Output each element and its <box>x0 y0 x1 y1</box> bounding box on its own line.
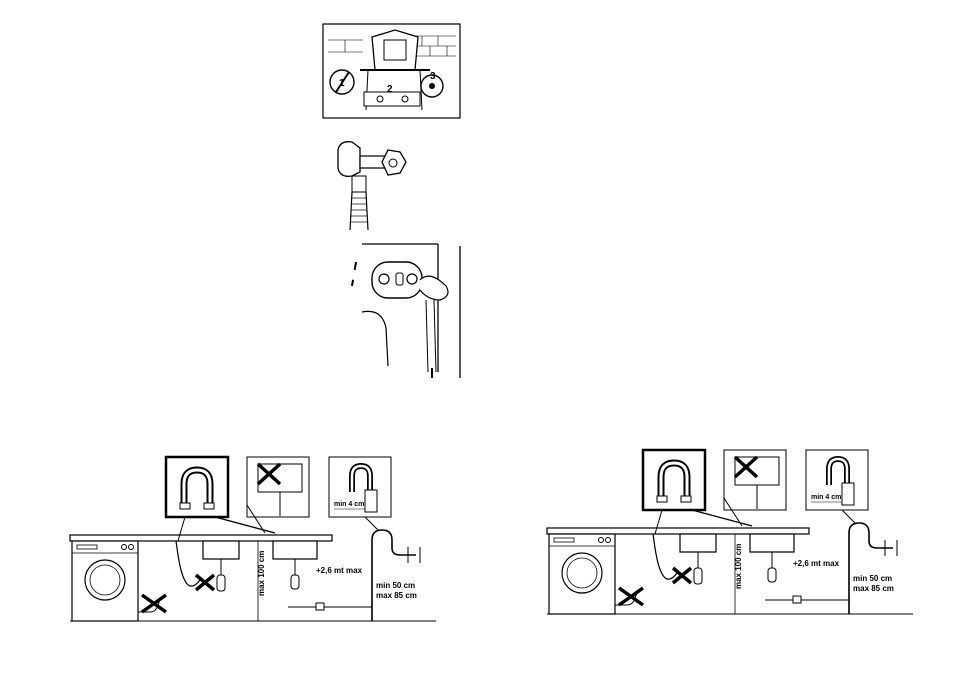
label-max-100-cm: max 100 cm <box>257 551 266 596</box>
inset-hook-correct <box>166 457 228 517</box>
washbasin <box>750 534 794 552</box>
inset-hook-correct <box>643 450 705 510</box>
standpipe <box>849 523 893 614</box>
label-min-4-cm: min 4 cm <box>334 501 364 508</box>
sink-bowl <box>203 541 239 559</box>
water-tap-with-hose <box>338 142 406 230</box>
label-max-85-cm: max 85 cm <box>376 591 417 600</box>
washbasin <box>273 541 317 559</box>
inset-standpipe-min-4cm: min 4 cm <box>329 457 391 517</box>
step-label-3: 3 <box>430 71 436 82</box>
label-max-100-cm: max 100 cm <box>734 544 743 589</box>
inset-standpipe-min-4cm: min 4 cm <box>806 450 868 510</box>
sink-bowl <box>680 534 716 552</box>
cross-mark-floor <box>142 595 166 612</box>
cross-mark-floor <box>619 588 643 605</box>
label-min-50-cm: min 50 cm <box>853 574 892 583</box>
label-2-6-mt-max: +2,6 mt max <box>316 566 363 575</box>
drain-hose-diagram-right: max 100 cm +2,6 mt max min 50 cm max 85 … <box>547 450 913 614</box>
step-label-2: 2 <box>387 84 393 95</box>
step-label-1: 1 <box>339 78 345 89</box>
label-min-4-cm: min 4 cm <box>811 494 841 501</box>
transport-bolt-panel: 1 2 3 <box>323 24 460 118</box>
inset-hose-in-sink-wrong <box>247 457 309 517</box>
label-max-85-cm: max 85 cm <box>853 584 894 593</box>
label-2-6-mt-max: +2,6 mt max <box>793 559 840 568</box>
inlet-hose-connection <box>352 244 460 378</box>
inset-hose-in-sink-wrong <box>724 450 786 510</box>
drain-hose-diagram-left: max 100 cm +2,6 mt max min 50 cm max 85 … <box>70 457 436 621</box>
standpipe <box>372 530 416 621</box>
label-min-50-cm: min 50 cm <box>376 581 415 590</box>
